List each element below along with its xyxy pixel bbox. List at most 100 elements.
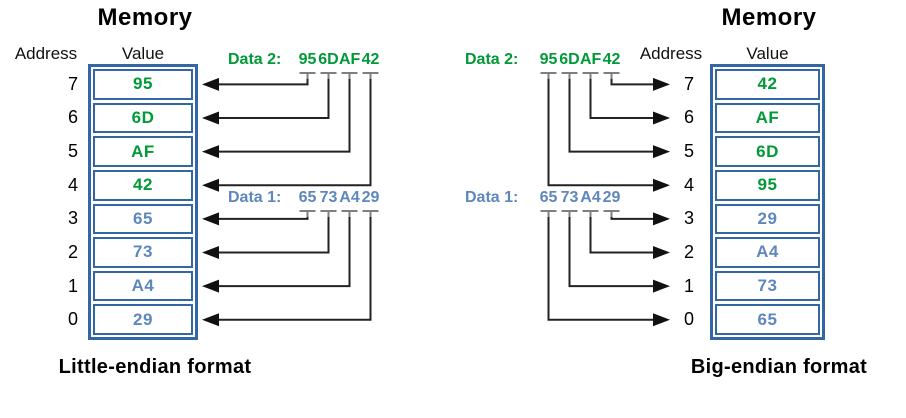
address-label: 7 xyxy=(67,73,78,94)
byte-arrow-left-data1-73-to-addr-2 xyxy=(219,217,330,254)
arrowhead-icon xyxy=(202,313,219,327)
memory-cell: 73 xyxy=(715,270,820,302)
data2-byte: 95 xyxy=(298,51,317,68)
memory-cell: 65 xyxy=(715,304,820,335)
byte-tick-right-data2-95 xyxy=(540,72,557,79)
byte-arrow-left-data2-95-to-addr-7 xyxy=(219,79,309,86)
address-label: 6 xyxy=(67,107,78,128)
memory-cell-value: 6D xyxy=(131,107,155,127)
data2-prefix: Data 2: xyxy=(465,51,519,68)
memory-cell: 73 xyxy=(93,237,193,268)
value-header-left: Value xyxy=(121,44,165,63)
memory-cell: 65 xyxy=(93,203,193,235)
byte-tick-left-data2-6D xyxy=(320,72,337,79)
byte-tick-left-data2-42 xyxy=(362,72,379,79)
byte-tick-right-data1-73 xyxy=(561,210,578,217)
memory-cell: 6D xyxy=(93,102,193,134)
byte-tick-right-data2-42 xyxy=(603,72,620,79)
byte-arrow-right-data2-6D-to-addr-5 xyxy=(568,79,653,153)
address-label: 1 xyxy=(683,275,694,296)
address-header-left: Address xyxy=(14,44,78,63)
byte-arrow-right-data1-29-to-addr-3 xyxy=(610,217,653,220)
data2-byte: 42 xyxy=(361,51,380,68)
address-label: 1 xyxy=(67,275,78,296)
memory-cell-value: AF xyxy=(755,107,780,127)
byte-arrow-right-data1-A4-to-addr-2 xyxy=(589,217,653,254)
little-endian-caption: Little-endian format xyxy=(58,356,252,378)
arrowhead-icon xyxy=(202,77,219,91)
memory-table-right: 42 AF 6D 95 29 A4 73 65 xyxy=(710,64,825,340)
byte-arrow-right-data1-73-to-addr-1 xyxy=(568,217,653,288)
memory-cell: 42 xyxy=(93,169,193,201)
byte-arrow-left-data2-6D-to-addr-6 xyxy=(219,79,330,119)
byte-arrow-left-data1-65-to-addr-3 xyxy=(219,217,309,220)
memory-cell-value: 42 xyxy=(757,74,778,94)
address-header-right: Address xyxy=(639,44,703,63)
address-label: 3 xyxy=(67,208,78,229)
data1-byte: 65 xyxy=(298,189,317,206)
byte-tick-left-data1-29 xyxy=(362,210,379,217)
data1-byte: 65 xyxy=(539,189,558,206)
address-label: 0 xyxy=(67,309,78,330)
byte-tick-left-data2-AF xyxy=(341,72,358,79)
data1-byte: A4 xyxy=(339,189,360,206)
data1-byte: 73 xyxy=(319,189,338,206)
arrowhead-icon xyxy=(202,111,219,125)
data2-prefix: Data 2: xyxy=(228,51,282,68)
byte-arrow-left-data1-A4-to-addr-1 xyxy=(219,217,351,288)
memory-cell-value: 73 xyxy=(757,276,778,296)
memory-cell: 95 xyxy=(715,169,820,201)
memory-cell-value: 65 xyxy=(133,208,153,228)
address-label: 5 xyxy=(67,141,78,162)
address-label: 4 xyxy=(683,174,694,195)
data2-label-left: Data 2: 95 6D AF 42 xyxy=(228,51,381,70)
arrowhead-icon xyxy=(653,178,670,192)
data2-byte: AF xyxy=(339,51,361,68)
memory-cell-value: 95 xyxy=(757,175,778,195)
byte-tick-left-data1-65 xyxy=(299,210,316,217)
data1-label-right: Data 1: 65 73 A4 29 xyxy=(465,189,622,208)
byte-arrow-left-data1-29-to-addr-0 xyxy=(219,217,372,321)
address-label: 2 xyxy=(67,241,78,262)
memory-cell: AF xyxy=(715,102,820,134)
arrowhead-icon xyxy=(653,212,670,226)
memory-cell-value: AF xyxy=(131,141,155,161)
data1-label-left: Data 1: 65 73 A4 29 xyxy=(228,189,381,208)
data1-prefix: Data 1: xyxy=(228,189,282,206)
arrowhead-icon xyxy=(202,145,219,159)
memory-title-right: Memory xyxy=(721,4,817,31)
memory-cell-value: A4 xyxy=(131,276,155,296)
byte-arrow-right-data2-AF-to-addr-6 xyxy=(589,79,653,119)
byte-tick-left-data1-73 xyxy=(320,210,337,217)
address-column-right: 7 6 5 4 3 2 1 0 xyxy=(675,64,703,340)
arrowhead-icon xyxy=(202,212,219,226)
memory-cell: 29 xyxy=(93,304,193,335)
byte-arrow-left-data2-AF-to-addr-5 xyxy=(219,79,351,153)
data1-byte: 73 xyxy=(560,189,579,206)
arrowhead-icon xyxy=(653,313,670,327)
big-endian-caption: Big-endian format xyxy=(690,356,868,378)
memory-table-left: 95 6D AF 42 65 73 A4 29 xyxy=(88,64,198,340)
byte-arrow-right-data2-95-to-addr-4 xyxy=(547,79,653,187)
address-label: 5 xyxy=(683,141,694,162)
byte-tick-right-data1-A4 xyxy=(582,210,599,217)
arrowhead-icon xyxy=(202,178,219,192)
address-label: 3 xyxy=(683,208,694,229)
address-label: 0 xyxy=(683,309,694,330)
memory-cell-value: A4 xyxy=(756,242,779,262)
byte-tick-right-data1-29 xyxy=(603,210,620,217)
memory-cell-value: 65 xyxy=(757,309,778,329)
arrowhead-icon xyxy=(202,279,219,293)
arrowhead-icon xyxy=(653,145,670,159)
memory-cell-value: 95 xyxy=(133,74,153,94)
memory-cell-value: 29 xyxy=(133,309,153,329)
data1-prefix: Data 1: xyxy=(465,189,519,206)
data2-byte: 42 xyxy=(602,51,621,68)
value-header-right: Value xyxy=(746,44,789,63)
data2-byte: AF xyxy=(580,51,602,68)
memory-cell-value: 73 xyxy=(133,242,153,262)
byte-tick-left-data2-95 xyxy=(299,72,316,79)
memory-cell-value: 6D xyxy=(756,141,779,161)
byte-tick-left-data1-A4 xyxy=(341,210,358,217)
arrowhead-icon xyxy=(653,77,670,91)
